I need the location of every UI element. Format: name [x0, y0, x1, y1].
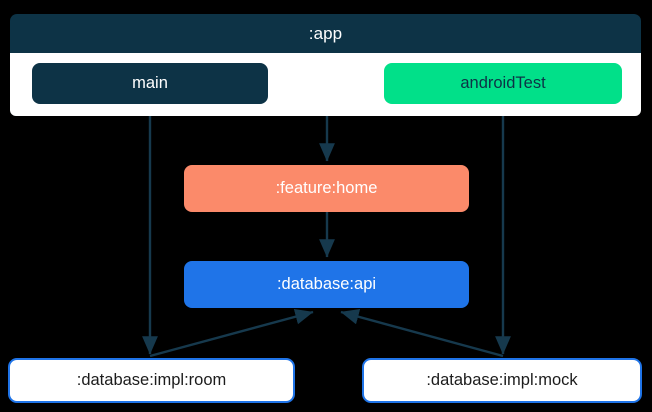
node-feature-home-label: :feature:home [275, 179, 378, 197]
node-database-api-label: :database:api [276, 275, 377, 293]
cluster-app-label: :app [308, 23, 343, 43]
node-feature-home[interactable]: :feature:home [184, 165, 469, 212]
node-androidtest-label: androidTest [460, 74, 546, 92]
node-androidtest[interactable]: androidTest [384, 63, 622, 104]
node-database-impl-mock-label: :database:impl:mock [426, 371, 578, 389]
node-main[interactable]: main [32, 63, 268, 104]
node-main-label: main [132, 74, 168, 92]
node-database-impl-room-label: :database:impl:room [76, 371, 227, 389]
node-database-impl-mock[interactable]: :database:impl:mock [362, 358, 642, 403]
edge-database-impl-room-to-database-api [149, 308, 314, 358]
node-database-api[interactable]: :database:api [184, 261, 469, 308]
node-database-impl-room[interactable]: :database:impl:room [8, 358, 295, 403]
edge-database-impl-mock-to-database-api [340, 309, 504, 358]
